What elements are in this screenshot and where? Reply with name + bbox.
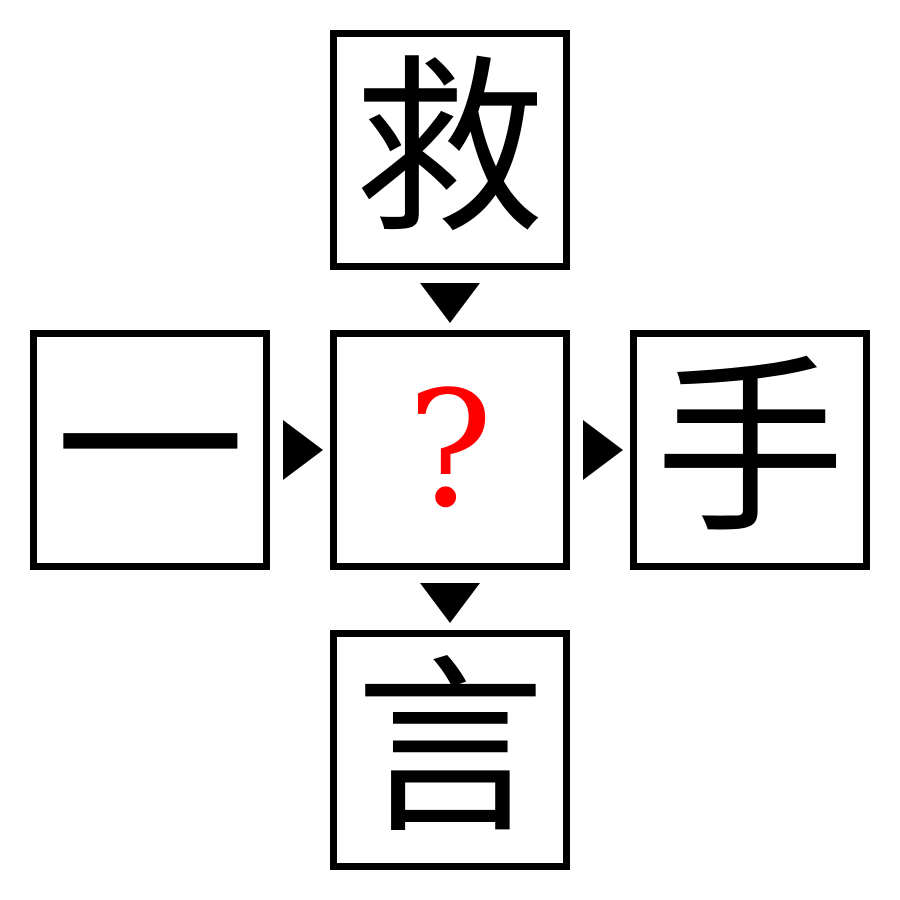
- arrow-down-icon: [420, 583, 480, 623]
- left-kanji: 一: [54, 339, 245, 560]
- right-kanji-box: 手: [630, 330, 870, 570]
- question-mark: ?: [407, 356, 493, 543]
- left-kanji-box: 一: [30, 330, 270, 570]
- bottom-kanji-box: 言: [330, 630, 570, 870]
- arrow-right-icon: [283, 420, 323, 480]
- top-kanji-box: 救: [330, 30, 570, 270]
- arrow-down-icon: [420, 283, 480, 323]
- arrow-right-icon: [583, 420, 623, 480]
- bottom-kanji: 言: [354, 639, 545, 860]
- answer-box[interactable]: ?: [330, 330, 570, 570]
- right-kanji: 手: [654, 339, 845, 560]
- top-kanji: 救: [354, 39, 545, 260]
